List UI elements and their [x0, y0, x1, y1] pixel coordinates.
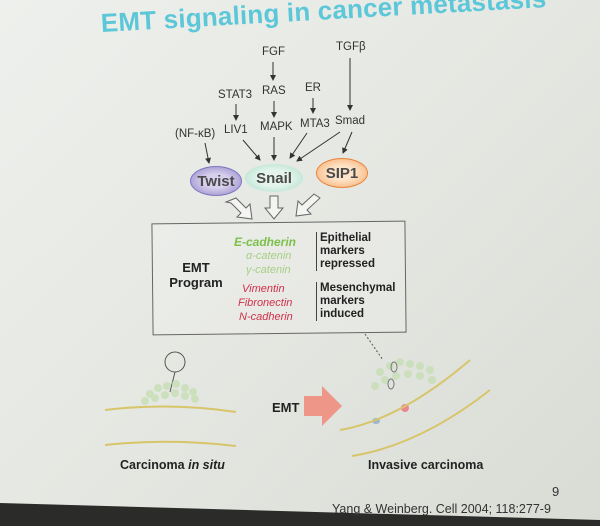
label-smad: Smad [335, 115, 366, 127]
twist-node: Twist [190, 166, 242, 196]
label-mta3: MTA3 [300, 118, 330, 130]
marker-vimentin: Vimentin [242, 283, 285, 295]
label-er: ER [305, 82, 321, 94]
marker-e-cadherin: E-cadherin [234, 235, 297, 249]
arrow-mta3-snail [289, 132, 308, 159]
arrow-liv1-snail [242, 139, 261, 161]
snail-node: Snail [245, 164, 303, 192]
citation: Yang & Weinberg. Cell 2004; 118:277-9 [332, 502, 551, 516]
label-mapk: MAPK [260, 121, 293, 133]
caption-invasive-carcinoma: Invasive carcinoma [368, 458, 484, 472]
emt-arrow-label: EMT [272, 400, 300, 415]
label-ras: RAS [262, 85, 286, 97]
emt-program-label: EMT Program [166, 260, 226, 290]
label-stat3: STAT3 [218, 89, 253, 101]
page-number: 9 [552, 484, 560, 499]
epithelial-desc-line2: markers [320, 245, 365, 257]
mesenchymal-description: Mesenchymal markers induced [316, 282, 395, 321]
caption-left-prefix: Carcinoma [120, 458, 189, 472]
emt-program-line1: EMT [182, 260, 210, 275]
mesenchymal-desc-line3: induced [320, 308, 365, 320]
hollow-arrow-right [295, 193, 321, 217]
sip1-node: SIP1 [316, 158, 368, 188]
marker-gamma-catenin: γ-catenin [246, 264, 291, 276]
arrow-nfkb-twist [204, 142, 211, 164]
label-fgf: FGF [262, 46, 285, 58]
epithelial-description: Epithelial markers repressed [316, 232, 375, 271]
arrow-smad-sip1 [342, 131, 353, 154]
mesenchymal-desc-line2: markers [320, 295, 365, 307]
marker-alpha-catenin: α-catenin [246, 250, 292, 262]
carcinoma-in-situ-illustration [104, 351, 237, 447]
marker-fibronectin: Fibronectin [238, 297, 293, 309]
label-nfkb: (NF-κB) [175, 128, 216, 140]
label-liv1: LIV1 [224, 124, 248, 136]
hollow-arrows [224, 193, 321, 220]
hollow-arrow-middle [263, 195, 285, 220]
caption-left-italic: in situ [188, 458, 225, 472]
epithelial-desc-line3: repressed [320, 258, 375, 270]
emt-arrow [304, 386, 342, 426]
epithelial-desc-line1: Epithelial [320, 232, 372, 244]
mesenchymal-desc-line1: Mesenchymal [320, 282, 396, 294]
hollow-arrow-left [224, 197, 253, 220]
arrow-smad-snail [296, 131, 341, 162]
caption-carcinoma-in-situ: Carcinoma in situ [120, 458, 225, 472]
label-tgfb: TGFβ [336, 41, 366, 53]
marker-n-cadherin: N-cadherin [239, 311, 293, 323]
invasive-carcinoma-illustration [339, 333, 491, 457]
emt-program-line2: Program [169, 275, 223, 290]
